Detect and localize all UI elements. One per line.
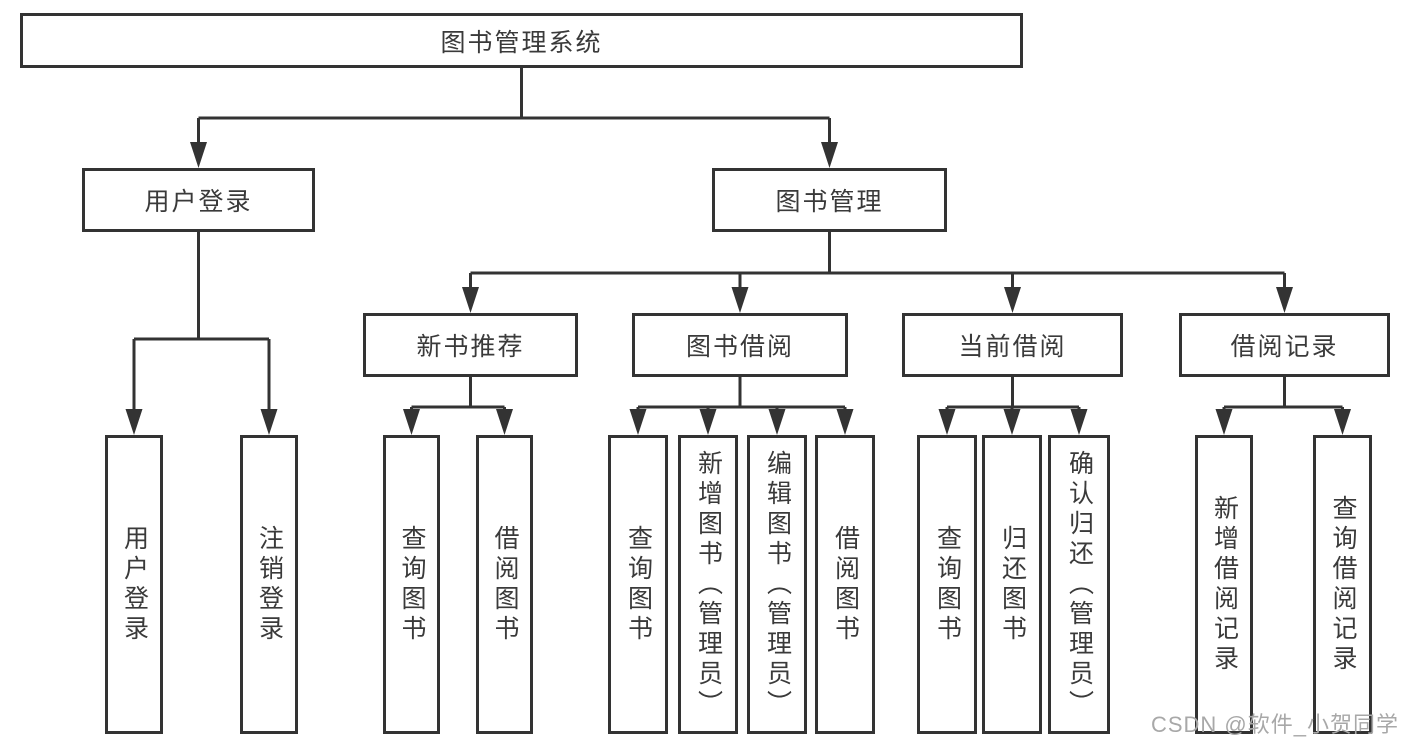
leaf-nbr-borrow-books-label: 借阅图书	[491, 524, 519, 645]
node-borrow-records-label: 借阅记录	[1230, 333, 1339, 361]
leaf-bb-edit-books-admin: 编辑图书（管理员）	[747, 435, 807, 734]
leaf-bb-edit-books-admin-label: 编辑图书（管理员）	[763, 449, 792, 720]
leaf-bb-borrow-books-label: 借阅图书	[831, 524, 860, 645]
leaf-br-query-record-label: 查询借阅记录	[1329, 494, 1357, 675]
leaf-cb-query-books: 查询图书	[917, 435, 977, 734]
leaf-cb-query-books-label: 查询图书	[933, 524, 962, 645]
node-current-borrow: 当前借阅	[902, 313, 1123, 377]
leaf-nbr-query-books: 查询图书	[383, 435, 440, 734]
node-root: 图书管理系统	[20, 13, 1023, 68]
node-root-label: 图书管理系统	[440, 28, 603, 57]
node-book-management: 图书管理	[712, 168, 947, 232]
leaf-bb-query-books-label: 查询图书	[624, 524, 653, 645]
node-book-borrow-label: 图书借阅	[685, 333, 794, 361]
leaf-bb-borrow-books: 借阅图书	[815, 435, 875, 734]
leaf-user-login-label: 用户登录	[120, 524, 149, 645]
leaf-bb-query-books: 查询图书	[608, 435, 668, 734]
node-user-login: 用户登录	[82, 168, 315, 232]
leaf-br-add-record: 新增借阅记录	[1195, 435, 1253, 734]
node-current-borrow-label: 当前借阅	[958, 333, 1067, 361]
arrowheads	[125, 142, 1351, 435]
leaf-bb-add-books-admin-label: 新增图书（管理员）	[694, 449, 723, 720]
leaf-nbr-query-books-label: 查询图书	[398, 524, 426, 645]
leaf-logout-label: 注销登录	[255, 524, 284, 645]
leaf-cb-return-books: 归还图书	[982, 435, 1042, 734]
leaf-nbr-borrow-books: 借阅图书	[476, 435, 533, 734]
node-user-login-label: 用户登录	[144, 188, 253, 216]
node-borrow-records: 借阅记录	[1179, 313, 1390, 377]
node-new-book-recommend: 新书推荐	[363, 313, 578, 377]
leaf-logout: 注销登录	[240, 435, 298, 734]
leaf-cb-return-books-label: 归还图书	[998, 524, 1027, 645]
node-book-management-label: 图书管理	[775, 188, 884, 216]
leaf-br-query-record: 查询借阅记录	[1313, 435, 1372, 734]
node-book-borrow: 图书借阅	[632, 313, 848, 377]
leaf-cb-confirm-return-admin-label: 确认归还（管理员）	[1065, 449, 1094, 720]
leaf-user-login: 用户登录	[105, 435, 163, 734]
leaf-cb-confirm-return-admin: 确认归还（管理员）	[1048, 435, 1110, 734]
node-new-book-recommend-label: 新书推荐	[416, 333, 525, 361]
leaf-bb-add-books-admin: 新增图书（管理员）	[678, 435, 738, 734]
csdn-watermark: CSDN @软件_小贺同学	[1150, 712, 1399, 737]
leaf-br-add-record-label: 新增借阅记录	[1210, 494, 1239, 675]
